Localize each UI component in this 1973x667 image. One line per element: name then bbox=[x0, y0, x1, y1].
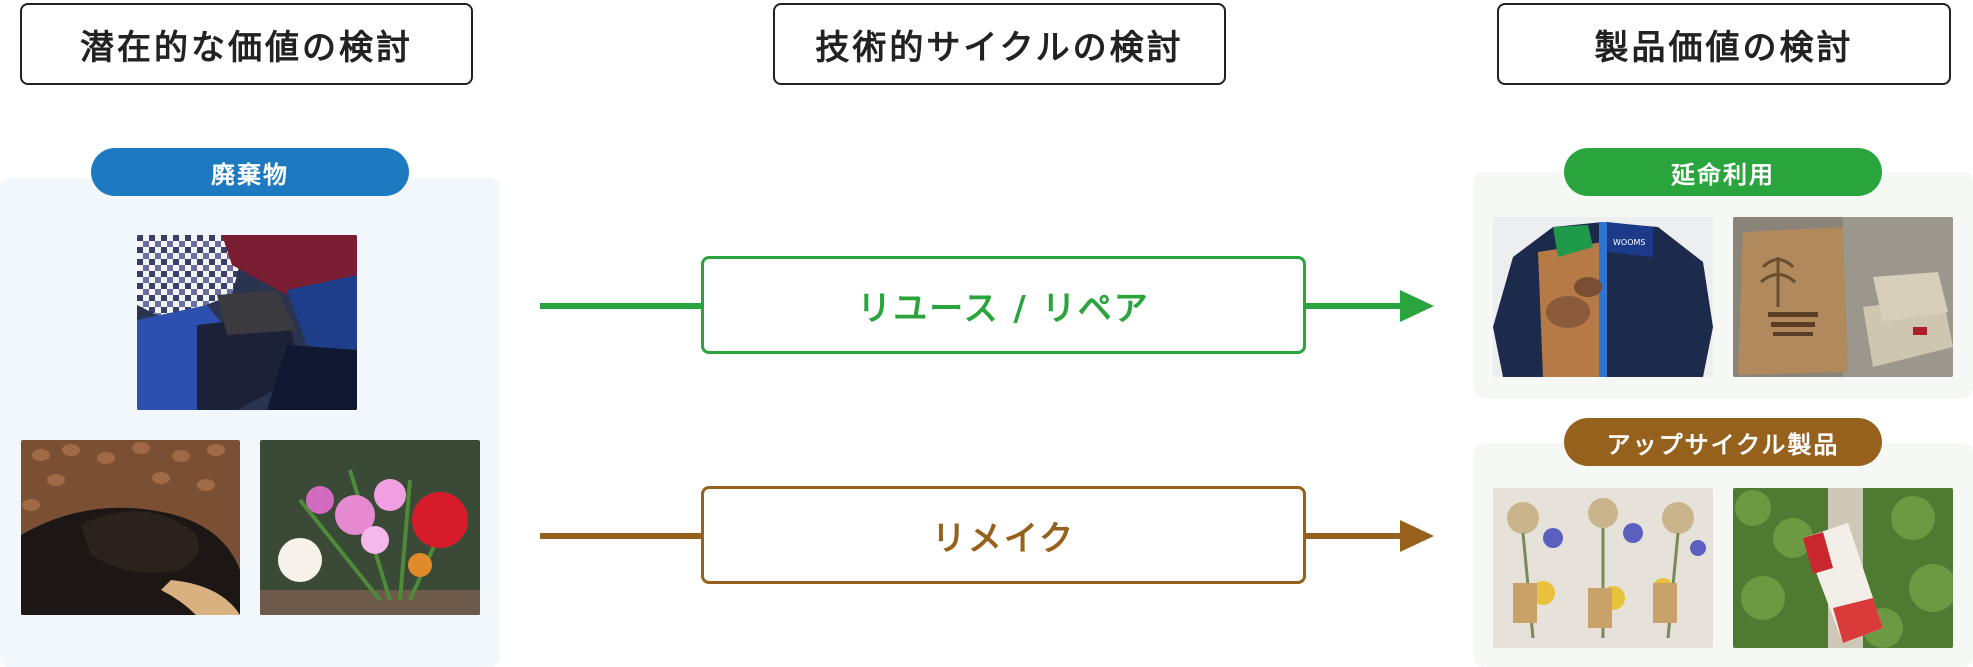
upcycled-pill: アップサイクル製品 bbox=[1564, 418, 1882, 466]
life-extension-pill: 延命利用 bbox=[1564, 148, 1882, 196]
remake-line-right bbox=[1305, 533, 1405, 539]
header-technical-cycle-label: 技術的サイクルの検討 bbox=[815, 27, 1184, 68]
remake-box: リメイク bbox=[701, 486, 1306, 584]
reuse-repair-box: リユース / リペア bbox=[701, 256, 1306, 354]
jacket-logo: WOOMS bbox=[1613, 238, 1645, 247]
clothes-photo bbox=[137, 235, 357, 410]
arrow-right-icon bbox=[1400, 520, 1434, 552]
waste-pill: 廃棄物 bbox=[91, 148, 409, 196]
header-technical-cycle: 技術的サイクルの検討 bbox=[773, 3, 1226, 85]
flowers-photo bbox=[260, 440, 480, 615]
remake-label: リメイク bbox=[931, 518, 1076, 559]
dried-bouquet-photo bbox=[1493, 488, 1713, 648]
waste-pill-label: 廃棄物 bbox=[211, 160, 289, 189]
life-extension-pill-label: 延命利用 bbox=[1671, 160, 1775, 189]
jacket-photo: WOOMS bbox=[1493, 217, 1713, 377]
header-product-value: 製品価値の検討 bbox=[1497, 3, 1951, 85]
header-product-value-label: 製品価値の検討 bbox=[1594, 27, 1854, 68]
reuse-line-right bbox=[1305, 303, 1405, 309]
upcycled-pill-label: アップサイクル製品 bbox=[1606, 430, 1840, 459]
tote-bag-photo bbox=[1733, 488, 1953, 648]
reuse-repair-label: リユース / リペア bbox=[857, 288, 1150, 329]
header-potential-value-label: 潜在的な価値の検討 bbox=[80, 27, 413, 68]
arrow-right-icon bbox=[1400, 290, 1434, 322]
coffee-sack-photo bbox=[1733, 217, 1953, 377]
reuse-line-left bbox=[540, 303, 702, 309]
header-potential-value: 潜在的な価値の検討 bbox=[20, 3, 473, 85]
remake-line-left bbox=[540, 533, 702, 539]
coffee-grounds-photo bbox=[21, 440, 240, 615]
